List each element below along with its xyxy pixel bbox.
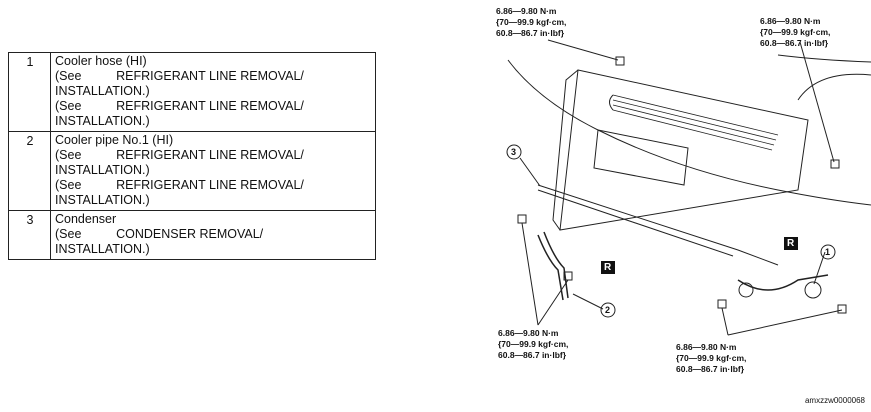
hose-fitting — [738, 282, 754, 298]
part-row-3: 3 Condenser (See CONDENSER REMOVAL/ INST… — [8, 210, 376, 260]
bracket-line — [537, 184, 779, 266]
torque-line: 60.8—86.7 in·lbf} — [498, 350, 567, 360]
torque-line: 6.86—9.80 N·m — [498, 328, 559, 338]
condenser-core — [593, 129, 689, 186]
torque-spec-top-left: 6.86—9.80 N·m {70—99.9 kgf·cm, 60.8—86.7… — [496, 6, 566, 39]
part-name: Cooler pipe No.1 (HI) — [55, 133, 174, 147]
torque-line: {70—99.9 kgf·cm, — [676, 353, 747, 363]
torque-spec-bottom-left: 6.86—9.80 N·m {70—99.9 kgf·cm, 60.8—86.7… — [498, 328, 568, 361]
condenser-diagram: 6.86—9.80 N·m {70—99.9 kgf·cm, 60.8—86.7… — [478, 0, 871, 407]
part-description: Cooler pipe No.1 (HI) (See REFRIGERANT L… — [50, 131, 376, 211]
leader-line — [721, 307, 843, 336]
part-name: Cooler hose (HI) — [55, 54, 147, 68]
reference-line: (See REFRIGERANT LINE REMOVAL/ — [55, 148, 304, 162]
reference-line: INSTALLATION.) — [55, 163, 150, 177]
part-number: 3 — [8, 210, 51, 260]
callout-label: 3 — [511, 147, 517, 157]
part-number: 2 — [8, 131, 51, 211]
body-outline — [797, 73, 871, 101]
part-description: Condenser (See CONDENSER REMOVAL/ INSTAL… — [50, 210, 376, 260]
replace-mark — [784, 237, 798, 250]
callout-2 — [600, 302, 616, 318]
condenser-edge — [552, 69, 579, 231]
torque-line: 6.86—9.80 N·m — [676, 342, 737, 352]
torque-spec-bottom-right: 6.86—9.80 N·m {70—99.9 kgf·cm, 60.8—86.7… — [676, 342, 746, 375]
torque-line: {70—99.9 kgf·cm, — [496, 17, 567, 27]
bolt — [615, 56, 625, 66]
leader-line — [519, 157, 541, 187]
condenser-tubes — [612, 94, 779, 151]
body-outline — [777, 54, 871, 63]
bracket-line — [537, 189, 734, 257]
reference-line: INSTALLATION.) — [55, 114, 150, 128]
parts-table: 1 Cooler hose (HI) (See REFRIGERANT LINE… — [8, 52, 376, 260]
bolt — [717, 299, 727, 309]
replace-mark-label: R — [787, 238, 795, 249]
reference-line: (See REFRIGERANT LINE REMOVAL/ — [55, 99, 304, 113]
tube-bend — [609, 94, 614, 111]
reference-line: INSTALLATION.) — [55, 84, 150, 98]
hose-fitting — [804, 281, 822, 299]
body-outline — [507, 59, 871, 206]
torque-line: {70—99.9 kgf·cm, — [760, 27, 831, 37]
cooler-hose — [737, 274, 829, 291]
torque-line: 6.86—9.80 N·m — [496, 6, 557, 16]
leader-line — [572, 293, 604, 310]
bolt — [830, 159, 840, 169]
cooler-pipe — [537, 234, 564, 301]
bolt — [837, 304, 847, 314]
bolt — [517, 214, 527, 224]
figure-code: amxzzw0000068 — [804, 396, 865, 405]
condenser-panel — [559, 69, 809, 231]
torque-line: 60.8—86.7 in·lbf} — [760, 38, 829, 48]
torque-line: 60.8—86.7 in·lbf} — [676, 364, 745, 374]
callout-3 — [506, 144, 522, 160]
torque-spec-top-right: 6.86—9.80 N·m {70—99.9 kgf·cm, 60.8—86.7… — [760, 16, 830, 49]
part-row-2: 2 Cooler pipe No.1 (HI) (See REFRIGERANT… — [8, 131, 376, 211]
torque-line: 6.86—9.80 N·m — [760, 16, 821, 26]
reference-line: (See CONDENSER REMOVAL/ — [55, 227, 264, 241]
leader-line — [521, 222, 569, 326]
part-row-1: 1 Cooler hose (HI) (See REFRIGERANT LINE… — [8, 52, 376, 132]
reference-line: (See REFRIGERANT LINE REMOVAL/ — [55, 178, 304, 192]
callout-label: 2 — [605, 305, 611, 315]
reference-line: INSTALLATION.) — [55, 193, 150, 207]
leader-line — [799, 41, 835, 163]
callout-1 — [820, 244, 836, 260]
condenser-illustration — [506, 39, 871, 336]
torque-line: {70—99.9 kgf·cm, — [498, 339, 569, 349]
replace-mark — [601, 261, 615, 274]
reference-line: (See REFRIGERANT LINE REMOVAL/ — [55, 69, 304, 83]
replace-mark-label: R — [604, 262, 612, 273]
torque-line: 60.8—86.7 in·lbf} — [496, 28, 565, 38]
cooler-pipe — [543, 231, 569, 299]
callout-label: 1 — [825, 247, 831, 257]
reference-line: INSTALLATION.) — [55, 242, 150, 256]
leader-line — [547, 39, 619, 61]
part-description: Cooler hose (HI) (See REFRIGERANT LINE R… — [50, 52, 376, 132]
part-number: 1 — [8, 52, 51, 132]
part-name: Condenser — [55, 212, 117, 226]
